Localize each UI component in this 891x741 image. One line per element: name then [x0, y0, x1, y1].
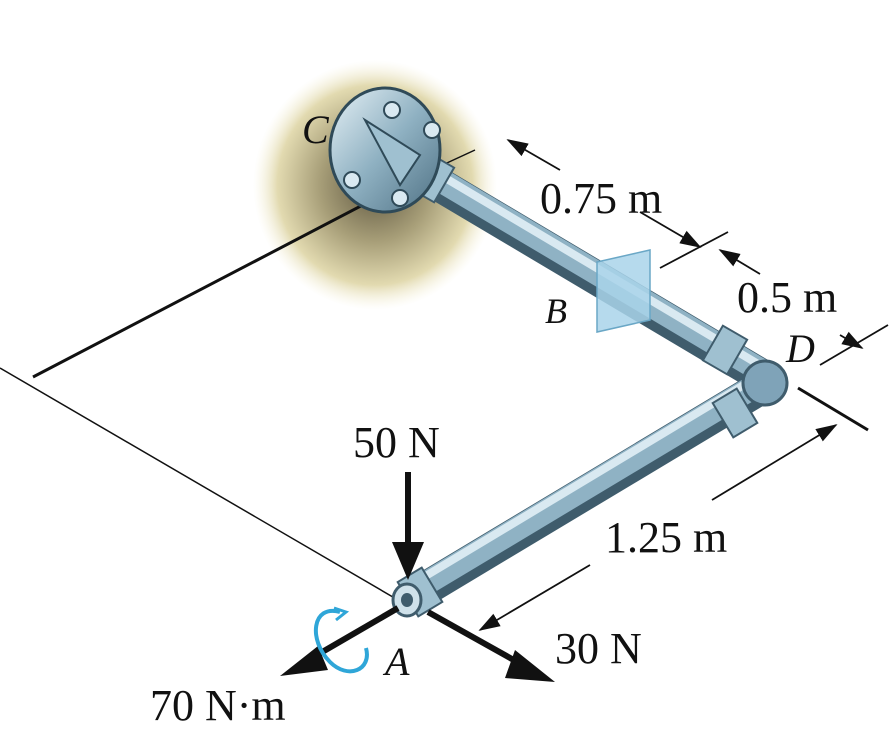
label-b: B [545, 291, 567, 331]
support-flange-c [328, 86, 442, 214]
dimension-bd-label: 0.5 m [737, 273, 837, 322]
label-d: D [785, 326, 815, 371]
dimension-cb-label: 0.75 m [540, 174, 662, 223]
dimension-lines [478, 139, 889, 631]
bearing-b [596, 249, 651, 333]
force-30n-arrow [426, 609, 555, 682]
dimension-da-label: 1.25 m [605, 513, 727, 562]
force-50n-arrow [392, 472, 424, 580]
moment-curl-icon [313, 606, 369, 674]
force-30n-label: 30 N [555, 624, 642, 673]
pipe-elbow [741, 359, 789, 407]
label-c: C [302, 107, 330, 152]
bolt-icon [343, 101, 441, 207]
label-a: A [382, 639, 410, 684]
force-50n-label: 50 N [353, 418, 440, 467]
moment-70nm-label: 70 N·m [150, 681, 286, 730]
